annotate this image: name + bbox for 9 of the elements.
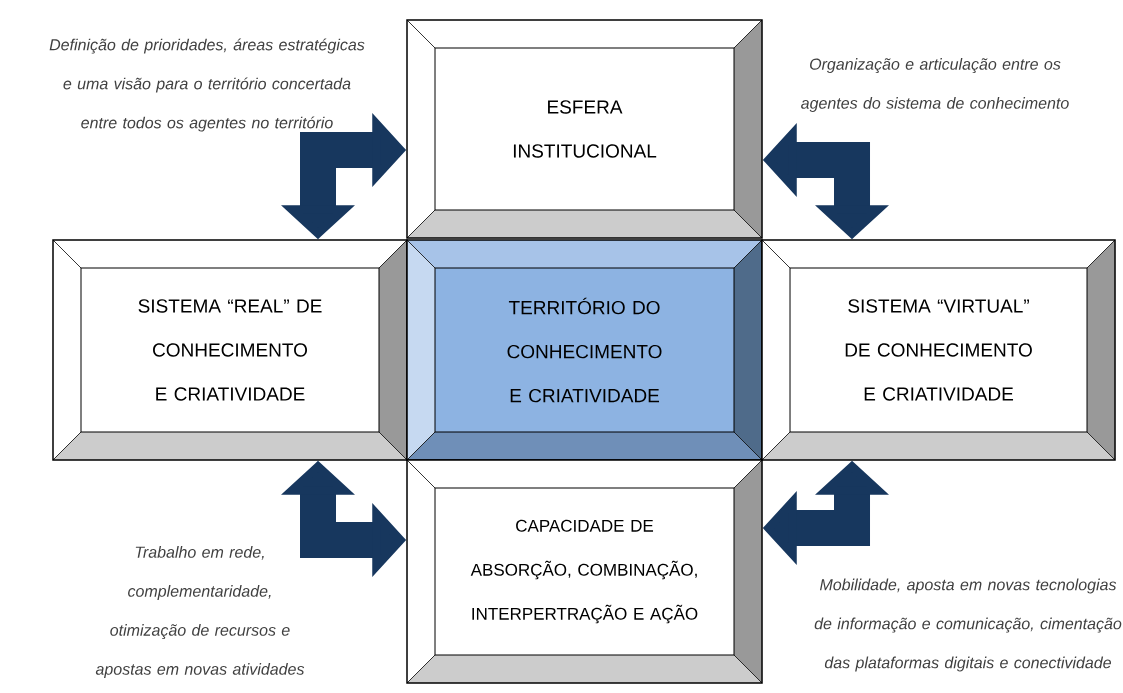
note-text: Definição de prioridades, áreas estratégicas e uma visão para o território concertada entre todos os agentes no território	[49, 38, 365, 132]
bevel-box: SISTEMA “REAL” DE CONHECIMENTO E CRIATIVIDADE	[52, 239, 408, 461]
bevel-box: CAPACIDADE DE ABSORÇÃO, COMBINAÇÃO, INTERPERTRAÇÃO E AÇÃO	[406, 459, 763, 684]
note-text: Organização e articulação entre os agentes do sistema de conhecimento	[801, 58, 1069, 112]
bevel-box: TERRITÓRIO DO CONHECIMENTO E CRIATIVIDADE	[406, 239, 763, 461]
note-text: Trabalho em rede, complementaridade, otimização de recursos e apostas em novas atividades	[95, 546, 305, 678]
note-text: Mobilidade, aposta em novas tecnologias de informação e comunicação, cimentação das plataformas digitais e conectividade	[814, 578, 1122, 672]
bevel-box: ESFERA INSTITUCIONAL	[406, 19, 763, 239]
bevel-box: SISTEMA “VIRTUAL” DE CONHECIMENTO E CRIATIVIDADE	[761, 239, 1116, 461]
